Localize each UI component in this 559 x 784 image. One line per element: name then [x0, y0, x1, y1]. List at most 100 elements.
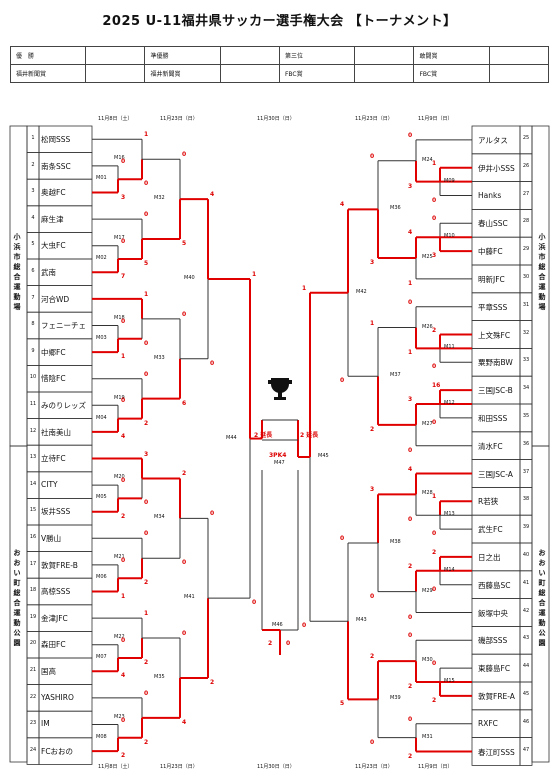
score-label: 2	[144, 659, 149, 666]
team-number: 28	[522, 218, 530, 225]
team-number: 30	[522, 274, 530, 280]
match-id: M26	[422, 323, 433, 330]
team-name: 敦賀FRE-B	[41, 560, 78, 570]
score-label: 1	[408, 279, 413, 287]
team-number: 1	[31, 135, 35, 141]
award-label: FBC賞	[413, 64, 490, 83]
match-id: M43	[356, 617, 367, 624]
score-label: 1	[432, 493, 437, 501]
team-name: 粟野南BW	[478, 358, 513, 368]
match-id: M21	[114, 554, 125, 561]
score-label: 0	[432, 660, 437, 668]
score-label: 2	[121, 512, 126, 520]
team-number: 35	[522, 413, 530, 419]
score-label: 0	[432, 363, 437, 371]
score-label: 0	[370, 738, 375, 746]
team-name: 森田FC	[41, 640, 66, 650]
score-label: 3	[144, 450, 149, 458]
date-label: 11月23日（日）	[355, 764, 393, 770]
match-id: M46	[272, 622, 283, 628]
score-label: 0	[144, 370, 149, 378]
match-id: M23	[114, 713, 125, 720]
score-label: 2	[432, 548, 437, 556]
match-id: M33	[154, 354, 165, 361]
score-label: 3	[121, 193, 126, 201]
team-name: V勝山	[41, 534, 62, 543]
score-label: 0	[144, 689, 149, 697]
match-id: M09	[444, 177, 455, 184]
team-number: 29	[522, 246, 530, 253]
match-id: M20	[114, 474, 125, 481]
match-id: M15	[444, 678, 455, 684]
match-id: M29	[422, 587, 433, 594]
score-label: 1	[144, 131, 149, 139]
team-name: 金津JFC	[41, 613, 68, 623]
score-label: 0	[286, 640, 291, 647]
match-id: M22	[114, 634, 125, 641]
team-name: CITY	[41, 479, 58, 489]
venue-label: おおい町総合運動公園	[13, 549, 21, 647]
team-number: 17	[29, 560, 37, 567]
score-label: 0	[408, 715, 413, 723]
match-id: M40	[184, 274, 195, 281]
match-id: M06	[96, 574, 107, 581]
score-label: 3	[370, 259, 375, 267]
team-name: 武南	[41, 268, 56, 277]
team-name: 惜陰FC	[41, 374, 66, 384]
score-label: 0	[408, 298, 413, 306]
date-label: 11月23日（日）	[160, 116, 198, 122]
team-name: 平章SSS	[478, 302, 508, 312]
score-label: 1	[144, 290, 149, 298]
team-name: YASHIRO	[41, 692, 74, 702]
team-name: 磯部SSS	[478, 636, 508, 646]
score-label: 1	[432, 159, 437, 167]
award-label: 福井新聞賞	[9, 64, 87, 83]
score-label: 2	[268, 640, 273, 647]
score-label: 0	[121, 556, 126, 564]
score-label: 5	[182, 240, 187, 248]
score-label: 0	[302, 622, 307, 630]
match-id: M17	[114, 235, 125, 242]
match-id: M10	[444, 233, 455, 240]
match-id: M42	[356, 288, 367, 295]
score-label: 0	[252, 599, 257, 607]
score-label: 1	[370, 319, 375, 327]
team-number: 4	[31, 214, 35, 221]
date-label: 11月9日（日）	[418, 116, 453, 122]
score-label: 4	[121, 672, 126, 680]
score-label: 2	[182, 470, 187, 478]
score-label: 0	[370, 152, 375, 160]
score-label: 1	[302, 284, 307, 292]
team-number: 43	[522, 635, 530, 642]
match-id: M45	[318, 452, 329, 459]
team-name: アルタス	[478, 136, 508, 145]
team-name: 大虫FC	[41, 241, 66, 251]
team-number: 39	[522, 524, 530, 531]
score-label: 0	[432, 215, 437, 223]
match-id: M32	[154, 195, 165, 202]
score-label: 2	[408, 562, 413, 570]
team-number: 36	[522, 440, 530, 447]
team-name: RXFC	[478, 718, 498, 728]
match-id: M28	[422, 490, 433, 497]
score-label: 2	[370, 653, 375, 661]
team-number: 15	[29, 507, 37, 514]
score-label: 0	[182, 559, 187, 567]
team-name: 松岡SSS	[41, 135, 71, 144]
score-label: 1	[408, 349, 413, 357]
venue-box	[531, 125, 550, 447]
team-name: 和田SSS	[478, 414, 508, 423]
team-name: みのりレッズ	[41, 401, 86, 410]
score-label: 0	[408, 613, 413, 621]
venue-box	[9, 125, 28, 447]
team-number: 26	[522, 162, 530, 169]
team-number: 2	[31, 161, 35, 168]
score-label: 1	[144, 610, 149, 618]
team-name: フェニーチェ	[41, 321, 86, 331]
team-number: 3	[31, 188, 35, 195]
team-name: 明新JFC	[478, 275, 505, 284]
score-label: 0	[121, 397, 126, 405]
team-number: 21	[29, 667, 37, 673]
team-name: 日之出	[478, 553, 501, 562]
